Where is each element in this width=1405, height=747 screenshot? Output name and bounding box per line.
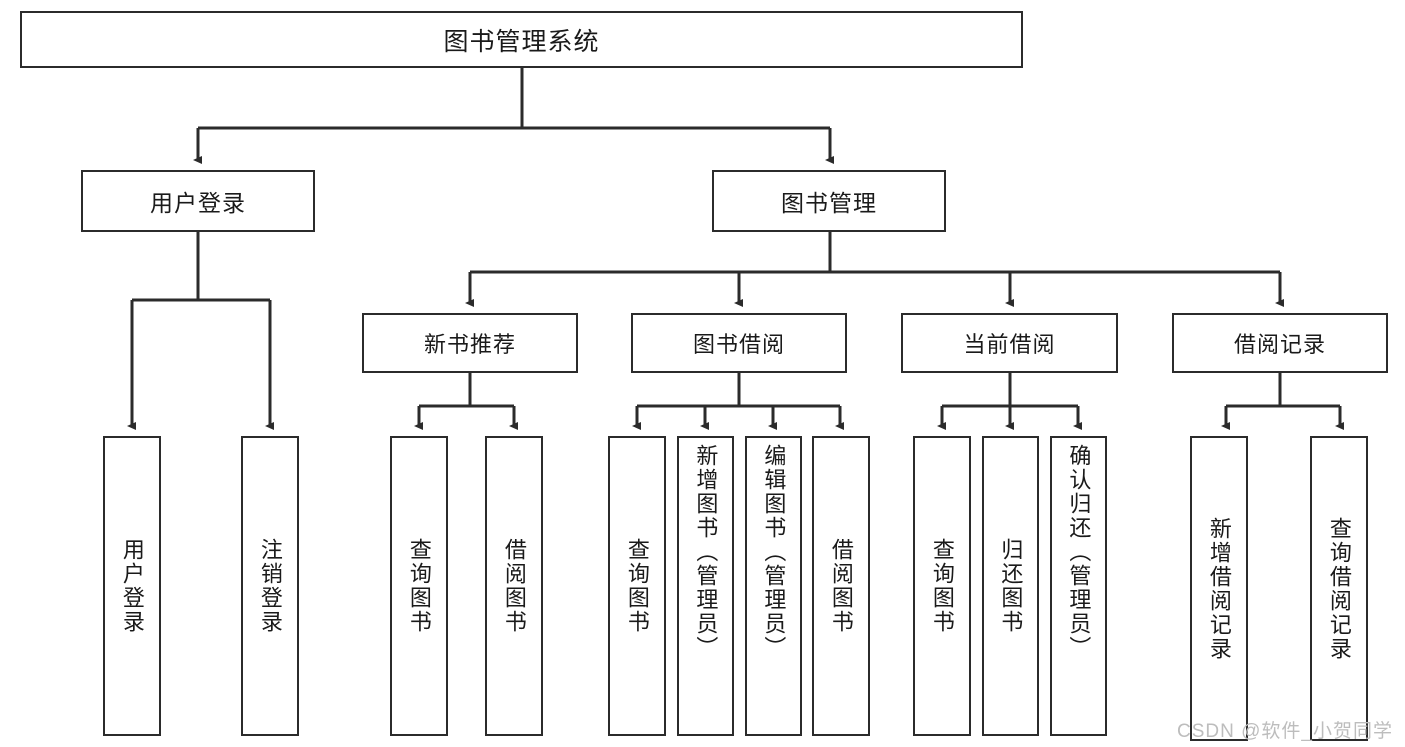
- leaf-borrow-query-book[interactable]: 查询图书: [608, 436, 666, 736]
- leaf-borrow-edit-book-admin[interactable]: 编辑图书（管理员）: [745, 436, 802, 736]
- leaf-records-add-record[interactable]: 新增借阅记录: [1190, 436, 1248, 741]
- leaf-recommend-borrow-book[interactable]: 借阅图书: [485, 436, 543, 736]
- leaf-user-login-login[interactable]: 用户登录: [103, 436, 161, 736]
- node-root-system[interactable]: 图书管理系统: [20, 11, 1023, 68]
- leaf-recommend-query-book[interactable]: 查询图书: [390, 436, 448, 736]
- node-borrow-records[interactable]: 借阅记录: [1172, 313, 1388, 373]
- leaf-current-return-book[interactable]: 归还图书: [982, 436, 1039, 736]
- leaf-user-login-logout[interactable]: 注销登录: [241, 436, 299, 736]
- leaf-current-confirm-return-admin[interactable]: 确认归还（管理员）: [1050, 436, 1107, 736]
- node-book-borrow[interactable]: 图书借阅: [631, 313, 847, 373]
- leaf-current-query-book[interactable]: 查询图书: [913, 436, 971, 736]
- node-current-borrow[interactable]: 当前借阅: [901, 313, 1118, 373]
- node-user-login[interactable]: 用户登录: [81, 170, 315, 232]
- node-new-book-recommend[interactable]: 新书推荐: [362, 313, 578, 373]
- leaf-records-query-record[interactable]: 查询借阅记录: [1310, 436, 1368, 741]
- leaf-borrow-add-book-admin[interactable]: 新增图书（管理员）: [677, 436, 734, 736]
- leaf-borrow-borrow-book[interactable]: 借阅图书: [812, 436, 870, 736]
- node-book-management[interactable]: 图书管理: [712, 170, 946, 232]
